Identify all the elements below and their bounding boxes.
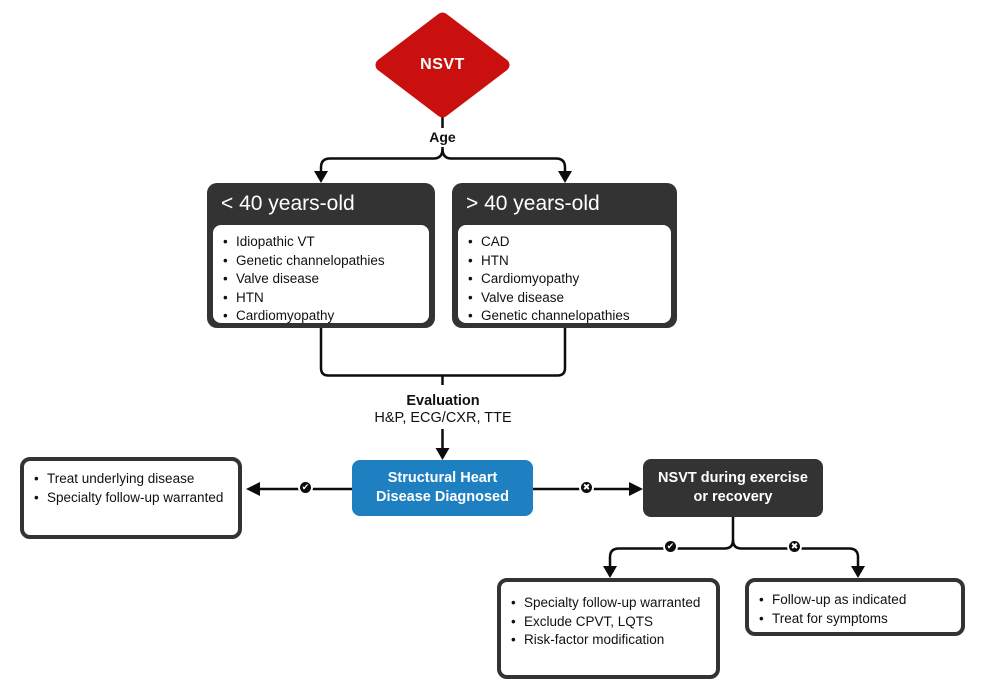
list-item: •Treat for symptoms <box>759 610 953 629</box>
x-icon: ✖ <box>787 539 802 554</box>
bullet-icon: • <box>511 632 516 648</box>
bullet-icon: • <box>759 610 764 626</box>
check-icon: ✔ <box>298 480 313 495</box>
connector-age-to-over40 <box>441 148 567 171</box>
exercise-decision-box: NSVT during exercise or recovery <box>643 459 823 517</box>
list-item: •Specialty follow-up warranted <box>34 489 230 508</box>
bullet-icon: • <box>468 289 473 305</box>
list-item: •HTN <box>468 252 665 271</box>
treat-result-box: •Treat underlying disease •Specialty fol… <box>20 457 242 539</box>
evaluation-label: Evaluation H&P, ECG/CXR, TTE <box>330 393 556 427</box>
bullet-icon: • <box>468 308 473 324</box>
arrowhead-decision <box>435 448 450 460</box>
diamond-shape <box>375 12 510 118</box>
list-item: •Genetic channelopathies <box>223 252 423 271</box>
exercise-yes-box: •Specialty follow-up warranted •Exclude … <box>497 578 720 679</box>
exercise-no-box: •Follow-up as indicated •Treat for sympt… <box>745 578 965 636</box>
under40-box: < 40 years-old •Idiopathic VT •Genetic c… <box>207 183 435 328</box>
bullet-icon: • <box>223 308 228 324</box>
bullet-icon: • <box>223 271 228 287</box>
list-item: •Exclude CPVT, LQTS <box>511 613 708 632</box>
diamond-polygon <box>375 12 510 118</box>
over40-list: •CAD •HTN •Cardiomyopathy •Valve disease… <box>458 225 671 323</box>
list-item: •Treat underlying disease <box>34 470 230 489</box>
bullet-icon: • <box>468 234 473 249</box>
evaluation-subtitle: H&P, ECG/CXR, TTE <box>374 410 512 426</box>
bullet-icon: • <box>511 595 516 610</box>
arrowhead-exercise-box <box>629 482 643 496</box>
bullet-icon: • <box>223 289 228 305</box>
age-label: Age <box>429 129 456 145</box>
bullet-icon: • <box>34 489 39 505</box>
arrowhead-exercise-yes-box <box>603 566 617 578</box>
arrowhead-treat-box <box>246 482 260 496</box>
arrowhead-under40 <box>314 171 328 183</box>
arrowhead-over40 <box>558 171 572 183</box>
over40-header: > 40 years-old <box>466 192 600 215</box>
bullet-icon: • <box>759 592 764 607</box>
bullet-icon: • <box>223 234 228 249</box>
list-item: •Cardiomyopathy <box>223 307 423 326</box>
list-item: •Follow-up as indicated <box>759 591 953 610</box>
bullet-icon: • <box>511 613 516 629</box>
nsvt-label: NSVT <box>420 56 465 73</box>
evaluation-title: Evaluation <box>406 393 480 409</box>
structural-heart-decision: Structural Heart Disease Diagnosed <box>352 460 533 516</box>
arrowhead-exercise-no-box <box>851 566 865 578</box>
list-item: •CAD <box>468 233 665 252</box>
list-item: •Cardiomyopathy <box>468 270 665 289</box>
connector-over40-to-evaluation <box>442 328 567 377</box>
bullet-icon: • <box>468 252 473 268</box>
nsvt-diamond-node: NSVT <box>375 12 510 118</box>
bullet-icon: • <box>34 471 39 486</box>
list-item: •Valve disease <box>223 270 423 289</box>
connector-under40-to-evaluation <box>319 328 443 377</box>
list-item: •Valve disease <box>468 289 665 308</box>
x-icon: ✖ <box>579 480 594 495</box>
list-item: •Idiopathic VT <box>223 233 423 252</box>
list-item: •Specialty follow-up warranted <box>511 594 708 613</box>
list-item: •HTN <box>223 289 423 308</box>
under40-list: •Idiopathic VT •Genetic channelopathies … <box>213 225 429 323</box>
under40-header: < 40 years-old <box>221 192 355 215</box>
over40-box: > 40 years-old •CAD •HTN •Cardiomyopathy… <box>452 183 677 328</box>
bullet-icon: • <box>223 252 228 268</box>
check-icon: ✔ <box>663 539 678 554</box>
connector-age-to-under40 <box>319 147 444 171</box>
list-item: •Risk-factor modification <box>511 631 708 650</box>
list-item: •Genetic channelopathies <box>468 307 665 326</box>
bullet-icon: • <box>468 271 473 287</box>
